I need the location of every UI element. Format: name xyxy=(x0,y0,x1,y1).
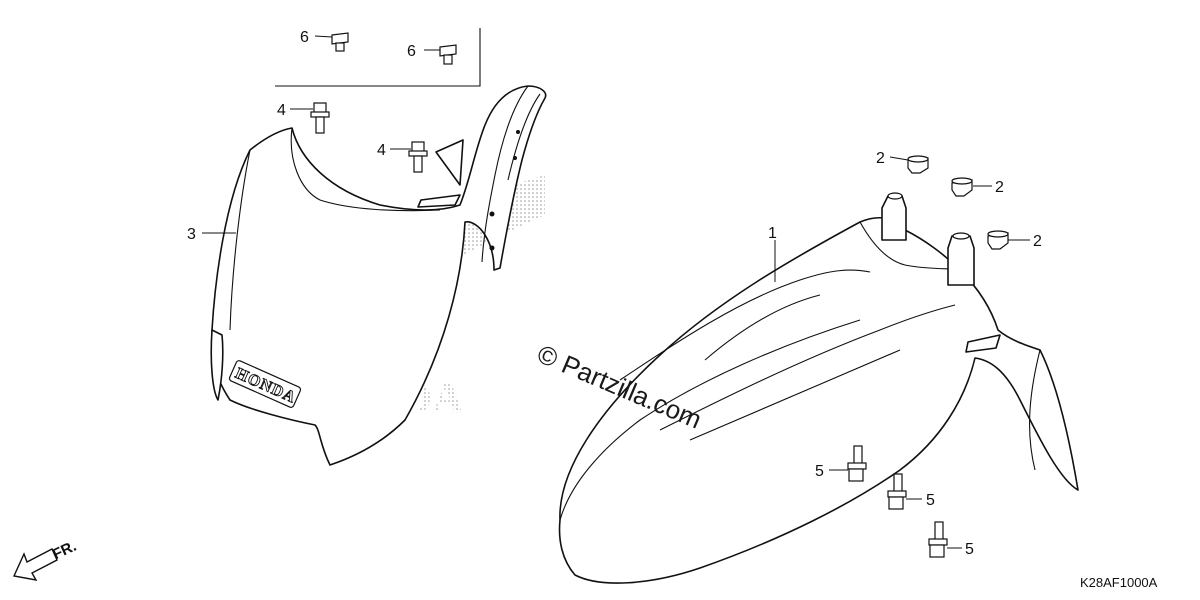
screw-6-hardware xyxy=(331,32,457,65)
callout-5-middle: 5 xyxy=(926,492,935,509)
callout-6-upper-left: 6 xyxy=(300,29,309,46)
hardware-group-bracket xyxy=(275,28,481,87)
callout-5-bottom: 5 xyxy=(965,541,974,558)
front-direction-marker: FR. xyxy=(12,538,79,581)
number-plate-part: HONDA xyxy=(210,85,547,466)
callout-4-right: 4 xyxy=(377,142,386,159)
grommet-hardware xyxy=(907,155,1009,250)
callout-3: 3 xyxy=(187,226,196,243)
leader-lines xyxy=(202,35,1030,549)
callout-6-upper-right: 6 xyxy=(407,43,416,60)
diagram-code: K28AF1000A xyxy=(1080,575,1158,590)
front-fender-part xyxy=(558,192,1079,584)
bolt-4-hardware xyxy=(310,102,428,173)
callout-4-left: 4 xyxy=(277,102,286,119)
bolt-5-hardware xyxy=(847,445,948,558)
callout-2-middle: 2 xyxy=(995,179,1004,196)
callout-2-bottom: 2 xyxy=(1033,233,1042,250)
callout-numbers: 6 6 4 4 3 1 2 2 2 5 5 5 xyxy=(187,29,1042,558)
front-arrow-icon xyxy=(12,548,58,581)
callout-1: 1 xyxy=(768,225,777,242)
callout-5-top: 5 xyxy=(815,463,824,480)
front-marker-label: FR. xyxy=(50,538,79,564)
callout-2-top: 2 xyxy=(876,150,885,167)
